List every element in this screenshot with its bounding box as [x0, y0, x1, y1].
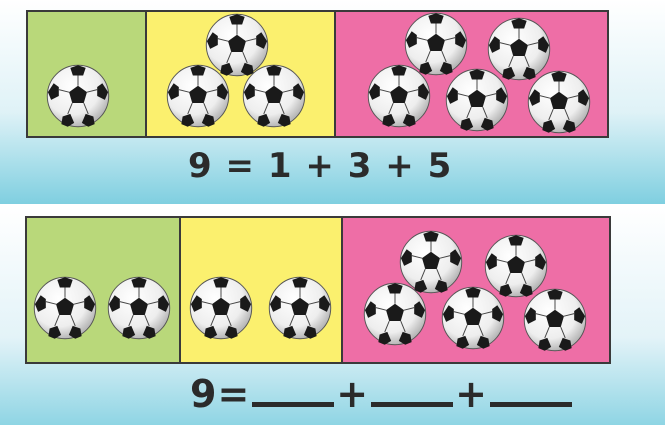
equals-sign: = — [217, 372, 250, 416]
equation-total: 9 — [190, 372, 217, 416]
top-group-pink — [334, 12, 607, 136]
bottom-groups-frame — [25, 216, 611, 364]
soccer-ball-icon — [242, 64, 306, 128]
bottom-equation: 9= + + — [190, 372, 574, 416]
soccer-ball-icon — [46, 64, 110, 128]
soccer-ball-icon — [527, 70, 591, 134]
top-group-yellow — [145, 12, 334, 136]
plus-sign: + — [385, 146, 415, 186]
soccer-ball-icon — [367, 64, 431, 128]
top-group-green — [28, 12, 145, 136]
soccer-ball-icon — [441, 286, 505, 350]
soccer-ball-icon — [268, 276, 332, 340]
equals-sign: = — [226, 146, 256, 186]
plus-sign: + — [336, 372, 369, 416]
soccer-ball-icon — [523, 288, 587, 352]
answer-blank-3[interactable] — [490, 372, 572, 407]
answer-blank-1[interactable] — [252, 372, 334, 407]
soccer-ball-icon — [445, 68, 509, 132]
top-example-panel: 9 = 1 + 3 + 5 — [0, 0, 665, 204]
soccer-ball-icon — [363, 282, 427, 346]
soccer-ball-icon — [166, 64, 230, 128]
top-equation: 9 = 1 + 3 + 5 — [188, 146, 452, 186]
bottom-group-pink — [341, 218, 609, 362]
addend-3: 5 — [428, 146, 453, 186]
equation-total: 9 — [188, 146, 213, 186]
answer-blank-2[interactable] — [371, 372, 453, 407]
bottom-exercise-panel: 9= + + — [0, 207, 665, 425]
addend-2: 3 — [348, 146, 373, 186]
bottom-group-yellow — [179, 218, 341, 362]
addend-1: 1 — [268, 146, 293, 186]
soccer-ball-icon — [107, 276, 171, 340]
soccer-ball-icon — [33, 276, 97, 340]
plus-sign: + — [305, 146, 335, 186]
plus-sign: + — [455, 372, 488, 416]
bottom-group-green — [27, 218, 179, 362]
soccer-ball-icon — [189, 276, 253, 340]
top-groups-frame — [26, 10, 609, 138]
